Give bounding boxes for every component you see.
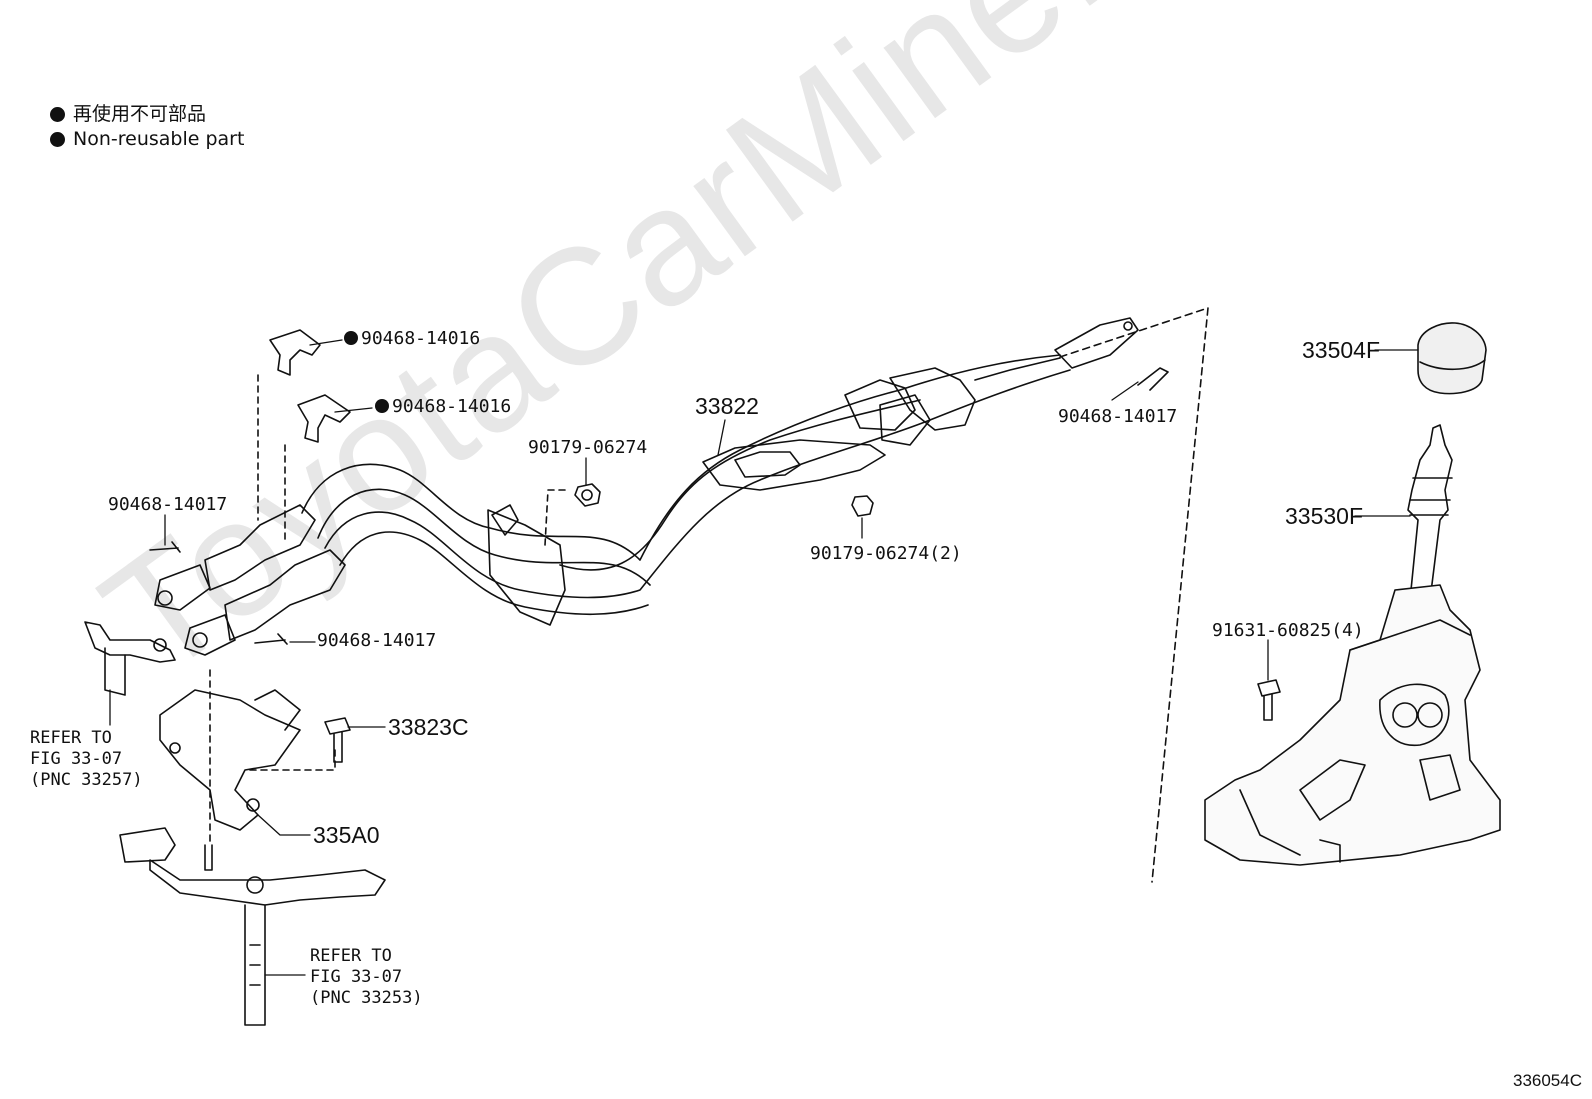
shift-lever-33530f bbox=[1408, 425, 1452, 600]
legend-row-english: Non-reusable part bbox=[50, 127, 244, 152]
legend: 再使用不可部品 Non-reusable part bbox=[50, 102, 244, 152]
label-lever[interactable]: 33530F bbox=[1285, 503, 1364, 529]
label-clip-upper[interactable]: 90468-14016 bbox=[344, 328, 480, 349]
label-cable-assy[interactable]: 33822 bbox=[695, 393, 759, 419]
bolt-91631 bbox=[1258, 680, 1280, 720]
refer-line: (PNC 33253) bbox=[310, 988, 423, 1008]
refer-line: FIG 33-07 bbox=[310, 967, 403, 987]
cable-assembly-33822 bbox=[302, 318, 1138, 625]
label-knob[interactable]: 33504F bbox=[1302, 337, 1381, 363]
label-nut-upper[interactable]: 90179-06274 bbox=[528, 437, 648, 458]
bolt-33823c bbox=[325, 718, 350, 762]
label-nut-lower[interactable]: 90179-06274(2) bbox=[810, 543, 962, 564]
assembly-dashed-boundary bbox=[1060, 308, 1208, 882]
legend-text-japanese: 再使用不可部品 bbox=[73, 103, 207, 125]
non-reusable-dot-icon bbox=[375, 399, 389, 413]
refer-line: (PNC 33257) bbox=[30, 770, 143, 790]
cable-end-lower bbox=[185, 550, 345, 655]
label-pin-lower[interactable]: 90468-14017 bbox=[317, 630, 437, 651]
refer-note-upper[interactable]: REFER TO FIG 33-07 (PNC 33257) bbox=[30, 728, 143, 791]
part-number: 90468-14016 bbox=[361, 328, 481, 349]
nut-lower bbox=[852, 496, 873, 516]
figure-id: 336054C bbox=[1512, 1071, 1582, 1090]
bracket-335a0 bbox=[160, 690, 300, 830]
refer-line: REFER TO bbox=[310, 946, 392, 966]
refer-note-lower[interactable]: REFER TO FIG 33-07 (PNC 33253) bbox=[310, 946, 423, 1009]
selector-shaft bbox=[120, 828, 385, 1025]
clip-lower bbox=[298, 395, 350, 442]
shift-lever-arm bbox=[85, 622, 175, 695]
cable-end-upper bbox=[155, 505, 315, 610]
pin-top-right bbox=[1138, 368, 1168, 390]
leader-lines bbox=[110, 340, 1418, 975]
label-pin-top-right[interactable]: 90468-14017 bbox=[1058, 406, 1178, 427]
nut-upper bbox=[575, 484, 600, 506]
label-bolt-91631[interactable]: 91631-60825(4) bbox=[1212, 620, 1364, 641]
label-bolt-33823c[interactable]: 33823C bbox=[388, 714, 469, 740]
clip-upper bbox=[270, 330, 320, 375]
shift-knob-33504f bbox=[1418, 323, 1486, 394]
refer-line: REFER TO bbox=[30, 728, 112, 748]
non-reusable-dot-icon bbox=[50, 107, 65, 122]
pin-left bbox=[150, 542, 180, 552]
label-clip-lower[interactable]: 90468-14016 bbox=[375, 396, 511, 417]
cable-plate bbox=[703, 440, 885, 490]
shifter-housing bbox=[1205, 585, 1500, 865]
non-reusable-dot-icon bbox=[50, 132, 65, 147]
label-pin-left[interactable]: 90468-14017 bbox=[108, 494, 228, 515]
cable-grommet bbox=[488, 510, 565, 625]
part-number: 90468-14016 bbox=[392, 396, 512, 417]
legend-text-english: Non-reusable part bbox=[73, 128, 245, 150]
legend-row-japanese: 再使用不可部品 bbox=[50, 102, 244, 127]
refer-line: FIG 33-07 bbox=[30, 749, 123, 769]
pin-lower bbox=[255, 634, 287, 644]
label-bracket-335a0[interactable]: 335A0 bbox=[313, 822, 380, 848]
non-reusable-dot-icon bbox=[344, 331, 358, 345]
